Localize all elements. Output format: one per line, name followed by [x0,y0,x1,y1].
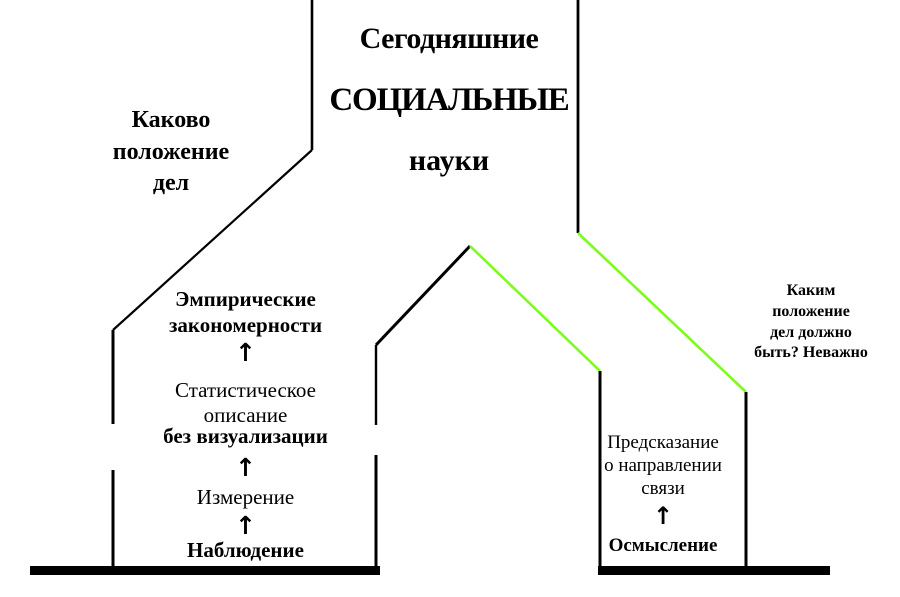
title-line-1: Сегодняшние [359,22,539,56]
middle-peak-left-slope [374,244,472,347]
label-comprehension: Осмысление [608,535,718,556]
label-observation: Наблюдение [187,538,304,562]
right-roof-green-slope [577,232,747,393]
up-arrow-icon-to-prediction: ↑ [652,502,674,530]
up-arrow-icon-to-measurement: ↑ [235,511,256,540]
label-without-visualization: без визуализации [163,424,328,448]
label-empirical-regularities: Эмпирические закономерности [168,287,323,337]
title-line-3: науки [408,144,490,178]
title-line-2: СОЦИАЛЬНЫЕ [329,82,569,119]
up-arrow-icon-to-empirical: ↑ [235,338,256,367]
diagram-title: Сегодняшние СОЦИАЛЬНЫЕ науки [318,0,580,201]
middle-peak-green-slope [469,245,601,372]
left-roof-slope [112,149,313,331]
right-question-label: Каким положение дел должно быть? Неважно [754,282,868,362]
left-question-label: Каково положение дел [112,107,230,197]
baseline-left [30,566,380,575]
label-measurement: Измерение [196,485,295,509]
label-statistical-description: Статистическое описание [174,378,317,427]
baseline-right [598,566,830,575]
label-prediction-of-relation-direction: Предсказание о направлении связи [604,432,722,499]
up-arrow-icon-to-statistical: ↑ [235,453,256,482]
